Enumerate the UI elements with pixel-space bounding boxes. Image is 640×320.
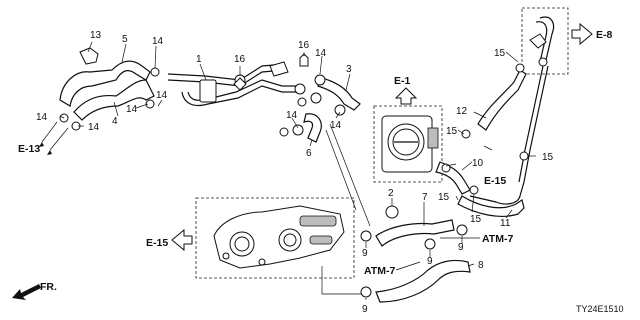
hose-8 xyxy=(375,259,471,303)
callout-14-upper-mid: 14 xyxy=(315,48,327,59)
callout-7: 7 xyxy=(422,192,428,203)
callout-6: 6 xyxy=(306,148,312,159)
bracket-atm7-lower xyxy=(321,266,364,295)
ref-e15-left: E-15 xyxy=(146,237,168,249)
arrow-right-icon xyxy=(571,22,593,46)
hose-10 xyxy=(435,161,471,195)
clamp-14 xyxy=(279,97,307,137)
throttle-body xyxy=(373,105,443,183)
callout-14-top: 14 xyxy=(152,36,164,47)
callout-1: 1 xyxy=(196,54,202,65)
hose-7 xyxy=(375,219,455,247)
ref-e15-right: E-15 xyxy=(484,175,506,187)
callout-12: 12 xyxy=(456,106,468,117)
callout-5: 5 xyxy=(122,34,128,45)
callout-16-right: 16 xyxy=(298,40,310,51)
callout-14-mid-left: 14 xyxy=(126,104,138,115)
arrow-up-icon xyxy=(394,87,418,105)
callout-16-left: 16 xyxy=(234,54,246,65)
callout-15-lower: 15 xyxy=(438,192,450,203)
front-label: FR. xyxy=(40,281,57,293)
callout-11: 11 xyxy=(500,218,511,229)
diagram-code: TY24E1510 xyxy=(576,304,624,314)
callout-14-hose6: 14 xyxy=(286,110,298,121)
callout-15-right: 15 xyxy=(542,152,554,163)
long-line-b xyxy=(518,65,544,183)
callout-2: 2 xyxy=(388,188,394,199)
callout-14-hose3: 14 xyxy=(330,120,342,131)
clamp-15 xyxy=(441,129,529,195)
ref-e13: E-13 xyxy=(18,143,40,155)
callout-13: 13 xyxy=(90,30,102,41)
arrow-left-icon-e15 xyxy=(171,228,193,252)
callout-10: 10 xyxy=(472,158,484,169)
ref-e8: E-8 xyxy=(596,29,613,41)
hose-3 xyxy=(310,74,361,116)
callout-9-left: 9 xyxy=(362,248,368,259)
front-arrow-icon xyxy=(12,284,41,300)
callout-3: 3 xyxy=(346,64,352,75)
callout-15-bottom: 15 xyxy=(470,214,482,225)
hose-left-group xyxy=(39,47,160,155)
clamp-9 xyxy=(360,205,468,298)
callout-4: 4 xyxy=(112,116,118,127)
hose-11 xyxy=(457,195,525,217)
callout-9-mid: 9 xyxy=(427,256,433,267)
long-line xyxy=(469,65,549,205)
pipe-assembly-1 xyxy=(167,61,306,107)
ref-e1: E-1 xyxy=(394,75,411,87)
hose-12 xyxy=(477,63,527,131)
callout-8: 8 xyxy=(478,260,484,271)
bolt-16 xyxy=(233,53,309,91)
callout-14-far-left: 14 xyxy=(36,112,48,123)
leader-lines xyxy=(59,41,536,300)
water-outlet-assembly xyxy=(195,197,355,279)
callout-9-right: 9 xyxy=(458,242,464,253)
callout-15-top: 15 xyxy=(494,48,506,59)
ref-atm7-upper: ATM-7 xyxy=(482,233,513,245)
upper-right-pipes xyxy=(521,7,569,75)
callout-14-left: 14 xyxy=(88,122,100,133)
hose-6 xyxy=(292,113,322,143)
callout-9-bottom: 9 xyxy=(362,304,368,315)
callout-14-mid: 14 xyxy=(156,90,168,101)
ref-atm7-lower: ATM-7 xyxy=(364,265,395,277)
callout-15-mid: 15 xyxy=(446,126,458,137)
